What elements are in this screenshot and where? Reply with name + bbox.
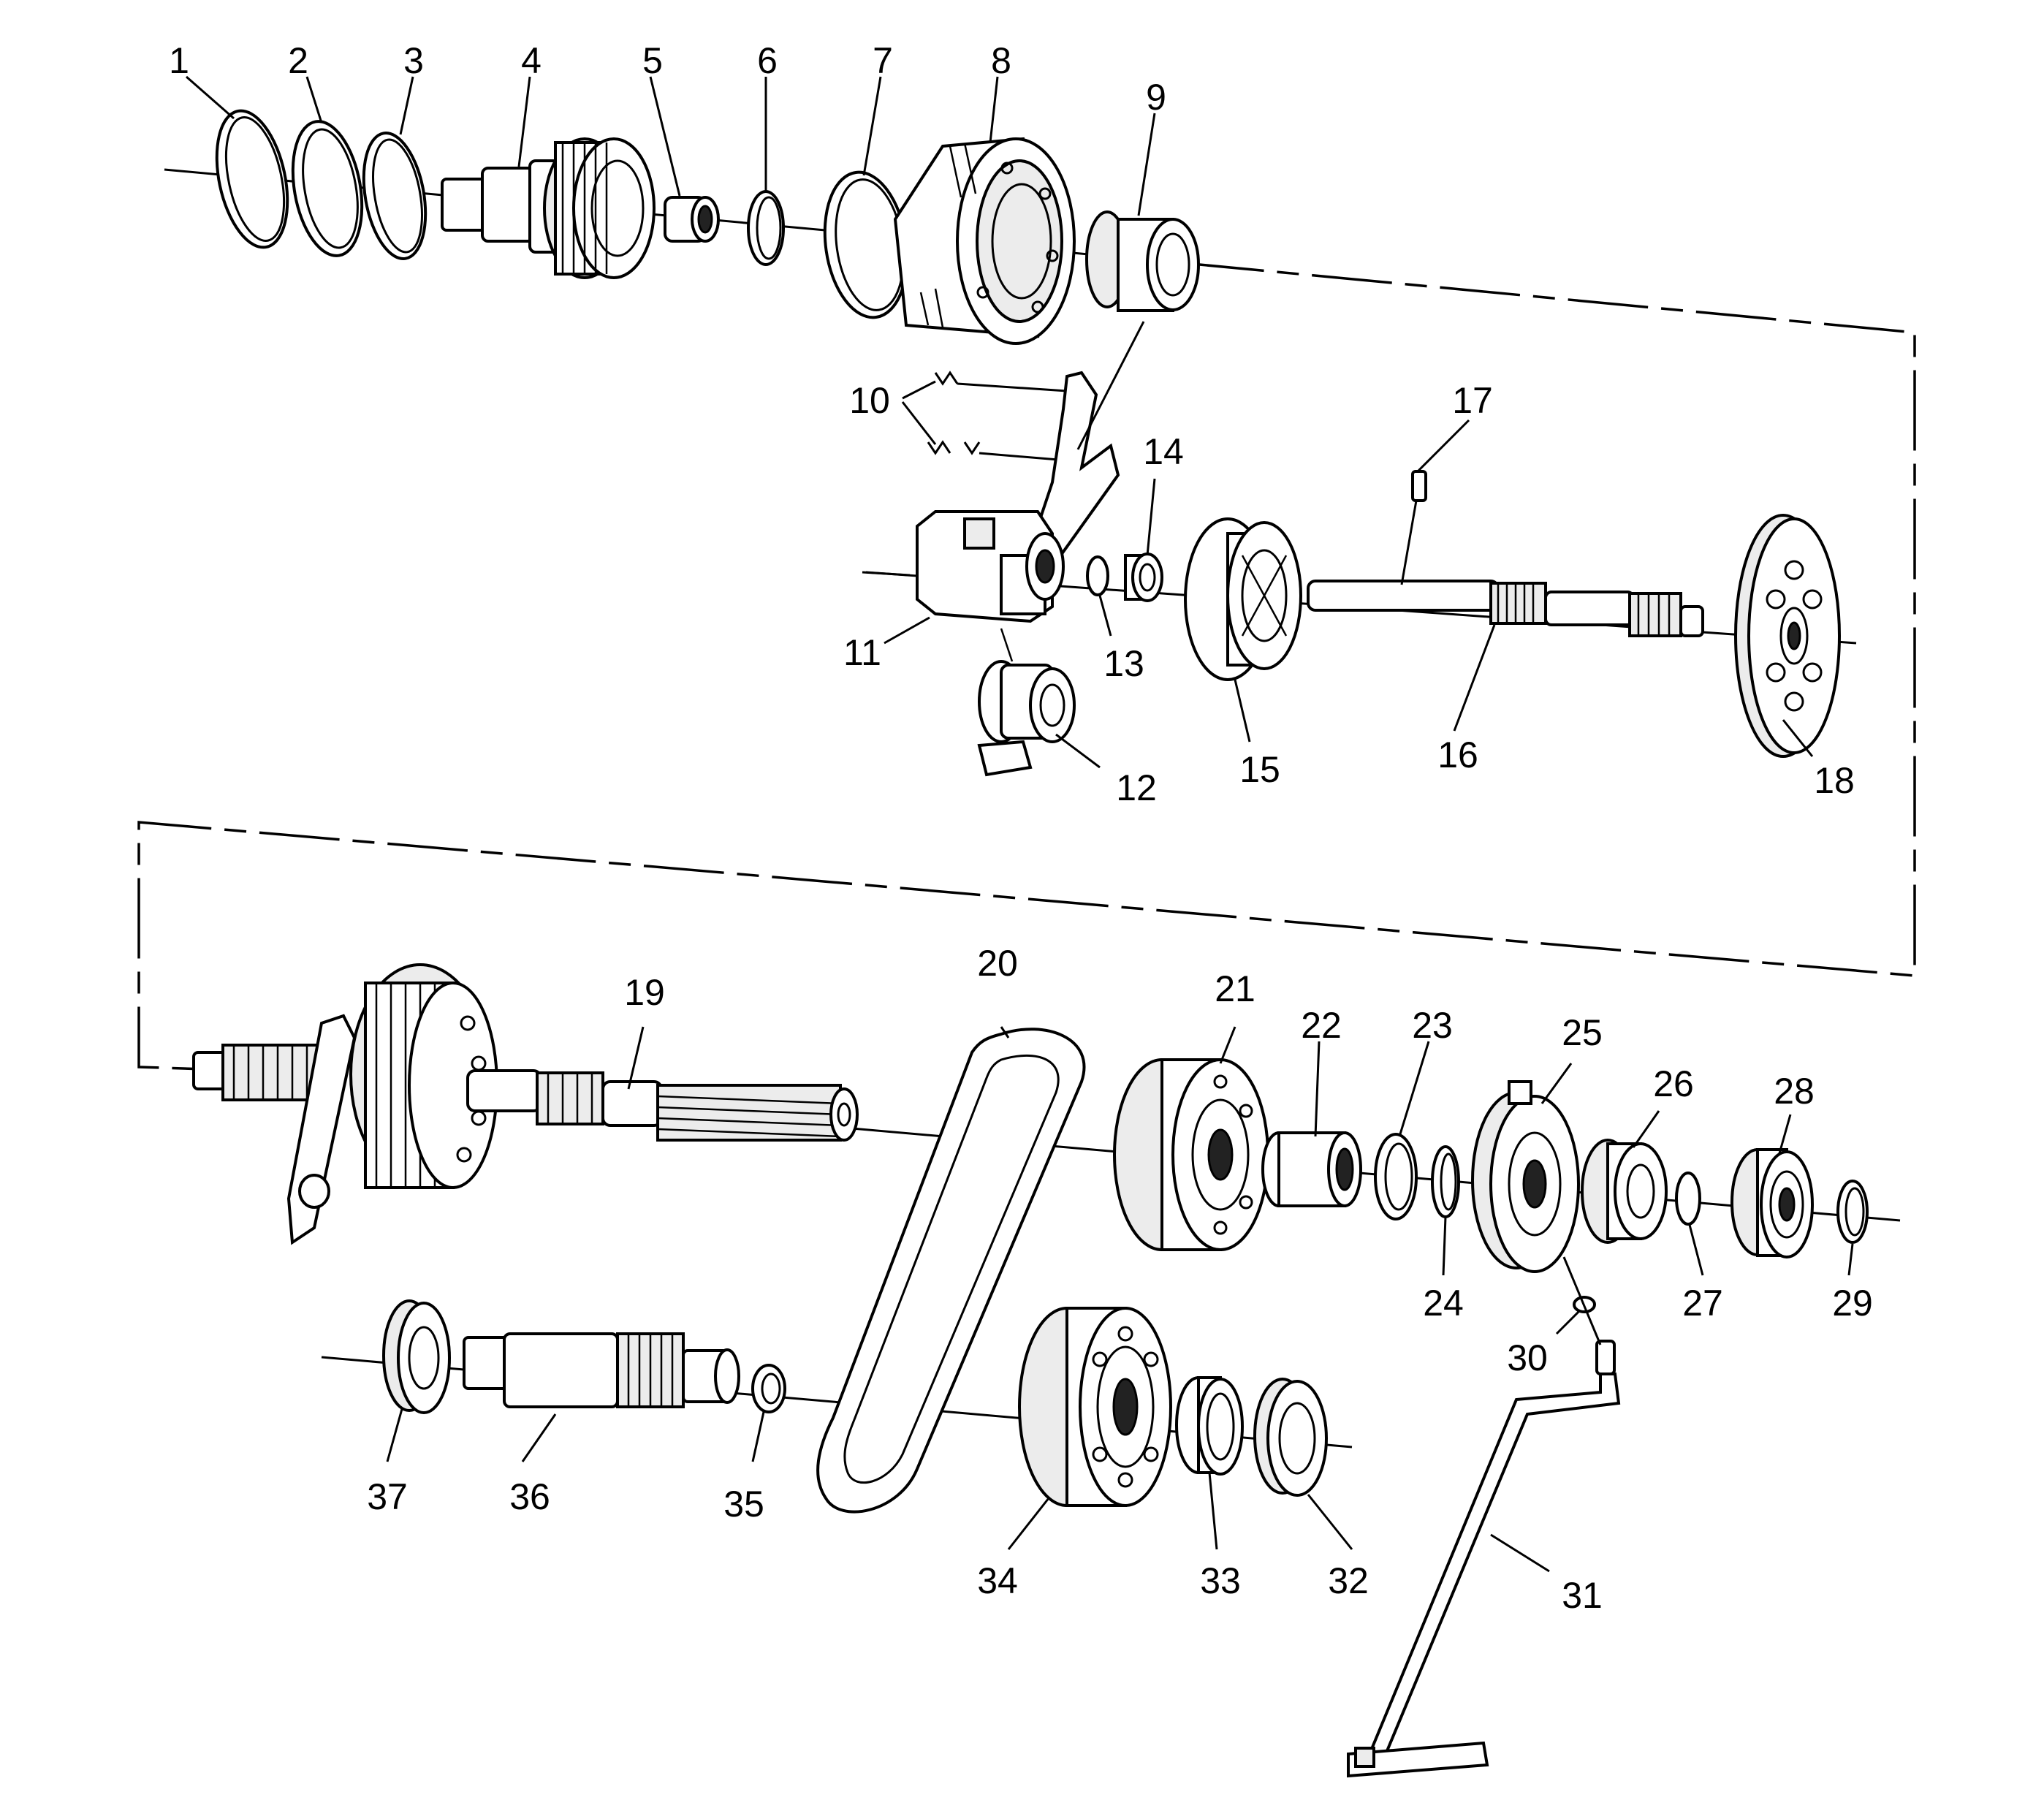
thrust-washer-part-23 bbox=[1374, 1133, 1418, 1220]
callout-32: 32 bbox=[1328, 1560, 1369, 1601]
callout-33: 33 bbox=[1200, 1560, 1241, 1601]
needle-bearing-part-5 bbox=[664, 196, 720, 243]
callout-15: 15 bbox=[1239, 749, 1280, 790]
mode-hub-part-11 bbox=[916, 510, 1065, 623]
callout-19: 19 bbox=[624, 972, 665, 1013]
callout-8: 8 bbox=[991, 40, 1011, 81]
front-output-shaft-part-36 bbox=[463, 1332, 740, 1408]
callout-24: 24 bbox=[1423, 1283, 1464, 1324]
mainshaft-part-16 bbox=[1307, 580, 1704, 637]
callout-17: 17 bbox=[1452, 380, 1493, 421]
snap-ring-part-24 bbox=[1431, 1145, 1460, 1218]
callout-29: 29 bbox=[1832, 1283, 1873, 1324]
drive-chain-part-20 bbox=[816, 1028, 1086, 1514]
snap-ring-part-1 bbox=[215, 109, 289, 249]
callout-9: 9 bbox=[1146, 77, 1166, 118]
callout-21: 21 bbox=[1215, 968, 1255, 1009]
oil-pump-part-15 bbox=[1184, 517, 1302, 681]
thrust-washer-part-33 bbox=[1175, 1376, 1244, 1476]
callout-35: 35 bbox=[723, 1484, 764, 1525]
callout-36: 36 bbox=[509, 1476, 550, 1517]
bearing-part-32 bbox=[1253, 1378, 1328, 1497]
callout-10: 10 bbox=[849, 380, 890, 421]
callout-11: 11 bbox=[843, 632, 881, 673]
snap-ring-part-29 bbox=[1836, 1180, 1869, 1244]
callout-34: 34 bbox=[977, 1560, 1018, 1601]
needle-bearing-part-22 bbox=[1261, 1131, 1362, 1207]
oil-pickup-tube-part-31 bbox=[1347, 1340, 1621, 1778]
callout-labels: 1 2 3 4 5 6 7 8 9 10 11 12 13 14 15 16 1… bbox=[169, 40, 1873, 1616]
bearing-part-28 bbox=[1730, 1148, 1814, 1258]
callout-3: 3 bbox=[403, 40, 424, 81]
snap-ring-part-13 bbox=[1086, 555, 1109, 596]
callout-14: 14 bbox=[1143, 431, 1184, 472]
callout-30: 30 bbox=[1507, 1337, 1548, 1378]
oil-pump-housing-part-25 bbox=[1471, 1080, 1580, 1273]
shift-cam-part-12 bbox=[977, 628, 1076, 777]
callout-18: 18 bbox=[1814, 760, 1855, 801]
callout-25: 25 bbox=[1562, 1012, 1603, 1053]
callout-16: 16 bbox=[1437, 734, 1478, 775]
oil-pump-gear-part-18 bbox=[1734, 514, 1841, 758]
callout-37: 37 bbox=[367, 1476, 408, 1517]
callout-26: 26 bbox=[1653, 1063, 1694, 1104]
snap-ring-part-6 bbox=[747, 190, 785, 266]
drive-sprocket-part-21 bbox=[1113, 1058, 1269, 1251]
callout-22: 22 bbox=[1301, 1005, 1342, 1046]
rear-output-shaft-part-19 bbox=[192, 963, 859, 1245]
callout-13: 13 bbox=[1103, 643, 1144, 684]
callout-31: 31 bbox=[1562, 1575, 1603, 1616]
thrust-washer-part-2 bbox=[291, 120, 364, 257]
callout-5: 5 bbox=[642, 40, 663, 81]
callout-12: 12 bbox=[1116, 767, 1157, 808]
planetary-carrier-part-8 bbox=[893, 137, 1076, 345]
thrust-washer-part-3 bbox=[362, 132, 428, 260]
callout-28: 28 bbox=[1774, 1071, 1815, 1112]
callout-20: 20 bbox=[977, 943, 1018, 984]
callout-leader-lines bbox=[186, 75, 1854, 1573]
callout-7: 7 bbox=[873, 40, 893, 81]
seal-part-37 bbox=[382, 1299, 451, 1414]
callout-4: 4 bbox=[521, 40, 542, 81]
callout-6: 6 bbox=[757, 40, 778, 81]
callout-2: 2 bbox=[288, 40, 308, 81]
speed-sensor-rotor-part-26 bbox=[1581, 1139, 1668, 1244]
callout-1: 1 bbox=[169, 40, 189, 81]
callout-27: 27 bbox=[1682, 1283, 1723, 1324]
driven-sprocket-part-34 bbox=[1018, 1307, 1172, 1507]
input-shaft-gear-part-4 bbox=[441, 137, 656, 279]
bushing-part-35 bbox=[751, 1364, 786, 1413]
shift-fork-pins-part-10 bbox=[901, 371, 1068, 462]
bearing-part-14 bbox=[1124, 553, 1163, 602]
sun-gear-part-9 bbox=[1085, 210, 1200, 312]
assembly-path-lines bbox=[137, 168, 1916, 1449]
snap-ring-part-27 bbox=[1675, 1172, 1701, 1226]
callout-23: 23 bbox=[1412, 1005, 1453, 1046]
pin-part-17 bbox=[1411, 470, 1427, 502]
